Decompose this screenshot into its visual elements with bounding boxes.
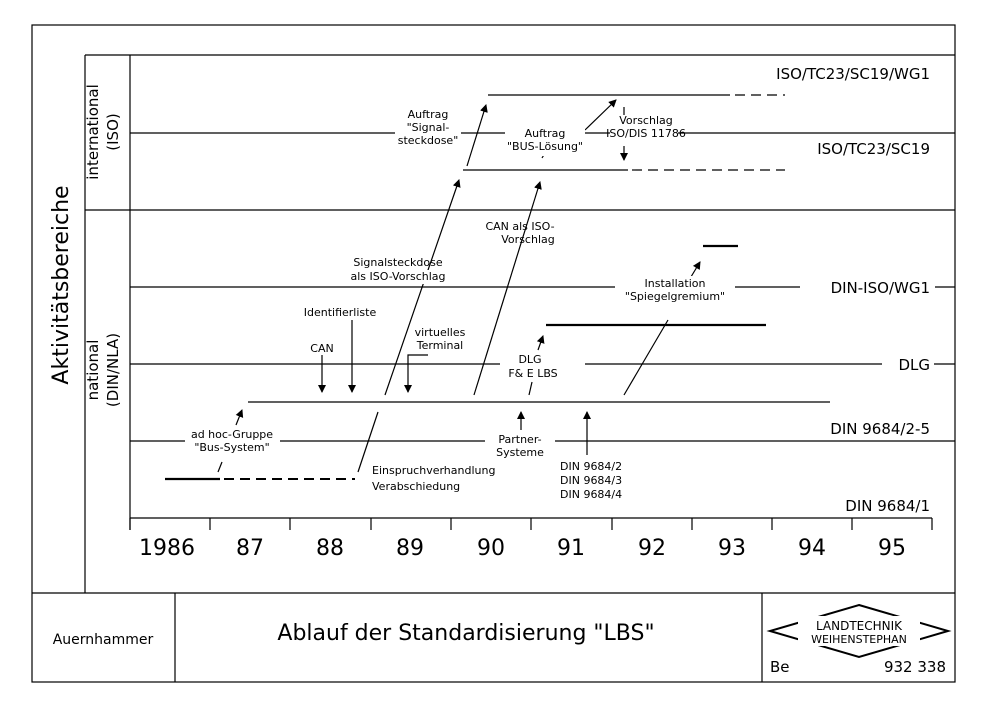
logo-text: WEIHENSTEPHAN xyxy=(811,633,907,646)
event-label: "BUS-Lösung" xyxy=(507,140,583,153)
author: Auernhammer xyxy=(53,632,154,648)
event-label: Partner- xyxy=(498,433,541,446)
level-label: ISO/TC23/SC19/WG1 xyxy=(776,65,930,83)
diagram-title: Ablauf der Standardisierung "LBS" xyxy=(277,621,654,646)
event-label: Verabschiedung xyxy=(372,480,460,493)
level-label: DLG xyxy=(898,356,930,374)
event-label: ad hoc-Gruppe xyxy=(191,428,273,441)
event-label: DLG xyxy=(518,353,541,366)
year-label: 87 xyxy=(236,536,264,561)
event-label: Einspruchverhandlung xyxy=(372,464,495,477)
year-label: 88 xyxy=(316,536,344,561)
event-label: CAN als ISO- xyxy=(485,220,554,233)
national-label: (DIN/NLA) xyxy=(104,333,122,407)
axis-title: Aktivitätsbereiche xyxy=(49,185,74,384)
event-label: Vorschlag xyxy=(501,233,554,246)
event-label: "Signal- xyxy=(407,121,450,134)
level-label: DIN 9684/2-5 xyxy=(830,420,930,438)
event-label: virtuelles xyxy=(415,326,466,339)
code-left: Be xyxy=(770,658,790,676)
year-label: 94 xyxy=(798,536,826,561)
outer-frame xyxy=(31,24,956,683)
event-label: Auftrag xyxy=(525,127,566,140)
national-label: national xyxy=(84,340,102,401)
year-ticks xyxy=(129,518,933,530)
year-label: 95 xyxy=(878,536,906,561)
activity-bars xyxy=(165,94,830,481)
event-label: Vorschlag xyxy=(619,114,672,127)
event-label: Terminal xyxy=(416,339,464,352)
year-label: 90 xyxy=(477,536,505,561)
event-arrows xyxy=(217,99,701,473)
year-label: 1986 xyxy=(139,536,195,561)
international-label: (ISO) xyxy=(104,113,122,150)
code-right: 932 338 xyxy=(884,658,946,676)
event-label: ISO/DIS 11786 xyxy=(606,127,686,140)
event-label: als ISO-Vorschlag xyxy=(351,270,446,283)
event-label: Installation xyxy=(645,277,706,290)
event-label: "Spiegelgremium" xyxy=(625,290,725,303)
level-label: DIN 9684/1 xyxy=(845,497,930,515)
international-label: international xyxy=(84,84,102,179)
event-label: Auftrag xyxy=(408,108,449,121)
event-label: Signalsteckdose xyxy=(353,256,442,269)
event-label: DIN 9684/2 xyxy=(560,460,622,473)
event-label: F& E LBS xyxy=(508,367,557,380)
event-label: CAN xyxy=(310,342,333,355)
landtechnik-logo: LANDTECHNIK WEIHENSTEPHAN xyxy=(766,603,952,659)
level-label: DIN-ISO/WG1 xyxy=(831,279,930,297)
event-label: "Bus-System" xyxy=(194,441,269,454)
year-label: 89 xyxy=(396,536,424,561)
event-label: DIN 9684/3 xyxy=(560,474,622,487)
level-label: ISO/TC23/SC19 xyxy=(817,140,930,158)
event-label: Identifierliste xyxy=(304,306,377,319)
event-label: Systeme xyxy=(496,446,544,459)
event-label: steckdose" xyxy=(398,134,459,147)
event-label: DIN 9684/4 xyxy=(560,488,622,501)
logo-text: LANDTECHNIK xyxy=(816,619,903,633)
year-label: 91 xyxy=(557,536,585,561)
year-label: 93 xyxy=(718,536,746,561)
year-label: 92 xyxy=(638,536,666,561)
year-labels: 1986 87 88 89 90 91 92 93 94 95 xyxy=(139,536,906,561)
